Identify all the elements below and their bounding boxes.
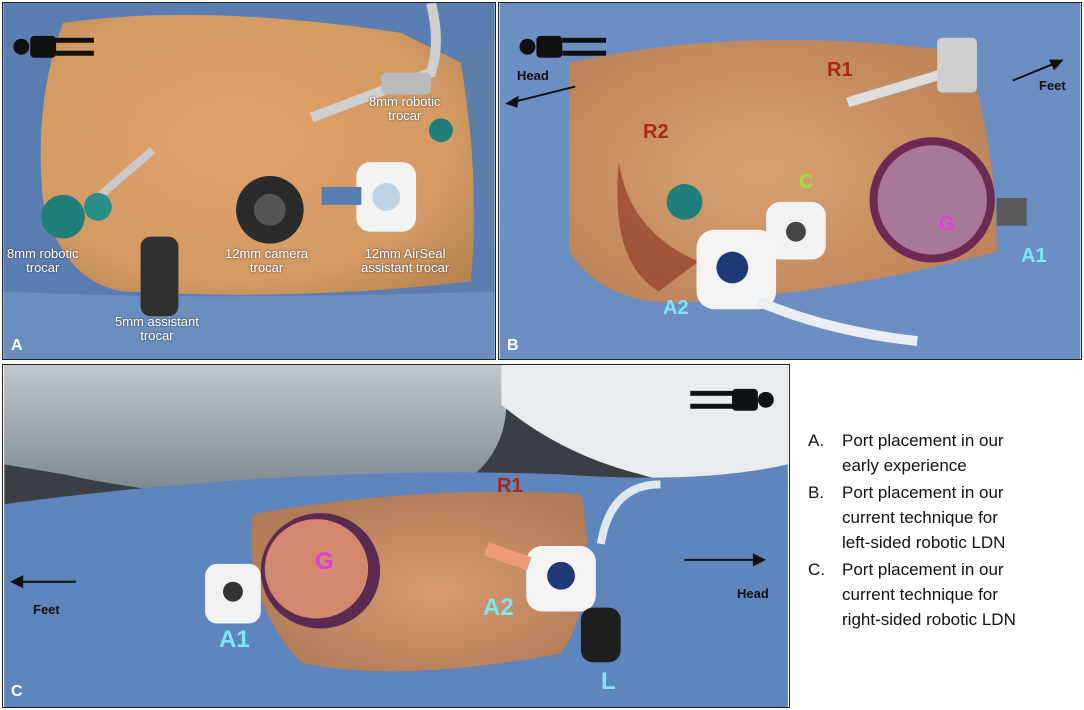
legend-text: early experience <box>842 456 967 475</box>
panel-c-photo <box>4 365 788 707</box>
figure-legend: A. Port placement in our early experienc… <box>808 428 1078 634</box>
legend-text: left-sided robotic LDN <box>842 533 1006 552</box>
panel-b-photo <box>499 3 1081 359</box>
port-r1-c: R1 <box>497 475 523 497</box>
panel-letter-c: C <box>11 683 23 700</box>
legend-text: Port placement in our <box>842 483 1004 502</box>
panel-a-photo <box>3 3 495 359</box>
port-c-b: C <box>799 171 814 193</box>
port-g-c: G <box>315 548 334 575</box>
direction-feet-b: Feet <box>1039 78 1066 93</box>
legend-marker: B. <box>808 483 825 502</box>
legend-text: current technique for <box>842 585 998 604</box>
panel-letter-a: A <box>11 337 23 354</box>
legend-text: Port placement in our <box>842 560 1004 579</box>
person-figure-icon <box>519 35 607 58</box>
legend-text: Port placement in our <box>842 431 1004 450</box>
arrow-icon <box>10 553 767 589</box>
person-figure-icon <box>13 35 94 58</box>
port-r2-b: R2 <box>643 121 669 143</box>
legend-text: right-sided robotic LDN <box>842 610 1016 629</box>
legend-marker: A. <box>808 431 825 450</box>
port-l-c: L <box>601 668 616 695</box>
legend-marker: C. <box>808 560 825 579</box>
legend-item-a: A. Port placement in our early experienc… <box>808 428 1078 478</box>
port-a2-b: A2 <box>663 297 689 319</box>
direction-feet-c: Feet <box>33 602 60 617</box>
person-figure-icon <box>690 388 774 411</box>
legend-text: current technique for <box>842 508 998 527</box>
direction-head-c: Head <box>737 586 769 601</box>
legend-item-b: B. Port placement in our current techniq… <box>808 480 1078 555</box>
port-g-b: G <box>939 213 955 235</box>
port-a1-b: A1 <box>1021 245 1047 267</box>
panel-letter-b: B <box>507 337 519 354</box>
port-r1-b: R1 <box>827 59 853 81</box>
photo-panel-b: Head Feet R1 R2 C G A1 A2 B <box>498 2 1082 360</box>
direction-head-b: Head <box>517 68 549 83</box>
arrow-icon <box>505 59 1064 108</box>
legend-item-c: C. Port placement in our current techniq… <box>808 557 1078 632</box>
port-a2-c: A2 <box>483 594 514 621</box>
port-a1-c: A1 <box>219 626 250 653</box>
photo-panel-c: Feet Head R1 G A1 A2 L C <box>2 364 790 708</box>
